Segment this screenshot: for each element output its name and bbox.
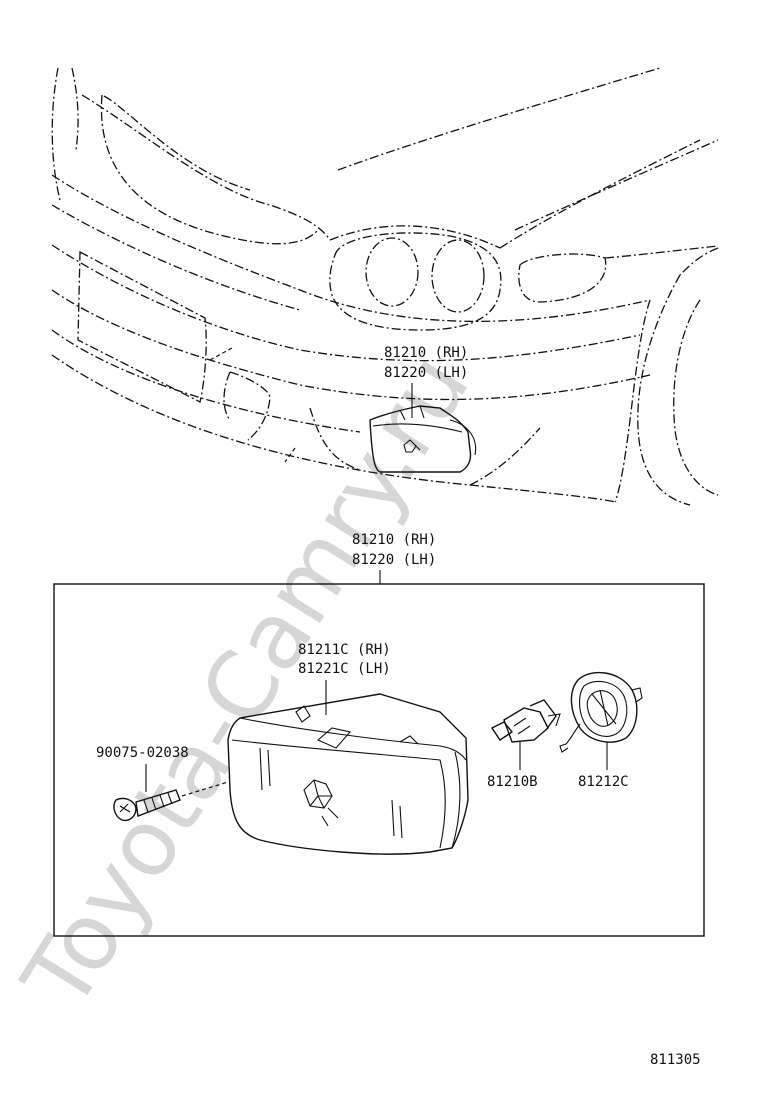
label-socket: 81212C [578, 774, 629, 790]
fog-lamp-on-car [369, 405, 477, 473]
exploded-view-frame [53, 583, 705, 937]
label-kit-assembly-rh: 81210 (RH) [352, 532, 436, 548]
fog-lamp-bulb [490, 699, 561, 743]
label-lens-housing-rh: 81211C (RH) [298, 642, 391, 658]
bulb-socket [559, 671, 643, 753]
car-front-illustration [51, 67, 719, 506]
mounting-screw [113, 789, 181, 822]
fog-lamp-lens-housing [227, 693, 469, 855]
label-screw: 90075-02038 [96, 745, 189, 761]
label-lens-housing-lh: 81221C (LH) [298, 661, 391, 677]
diagram-number: 811305 [650, 1052, 701, 1068]
label-kit-assembly-lh: 81220 (LH) [352, 552, 436, 568]
screw-alignment-line [181, 781, 229, 797]
label-bulb: 81210B [487, 774, 538, 790]
watermark-text: Toyota-Camry.ru [2, 336, 490, 1028]
label-lamp-assembly-rh: 81210 (RH) [384, 345, 468, 361]
label-lamp-assembly-lh: 81220 (LH) [384, 365, 468, 381]
